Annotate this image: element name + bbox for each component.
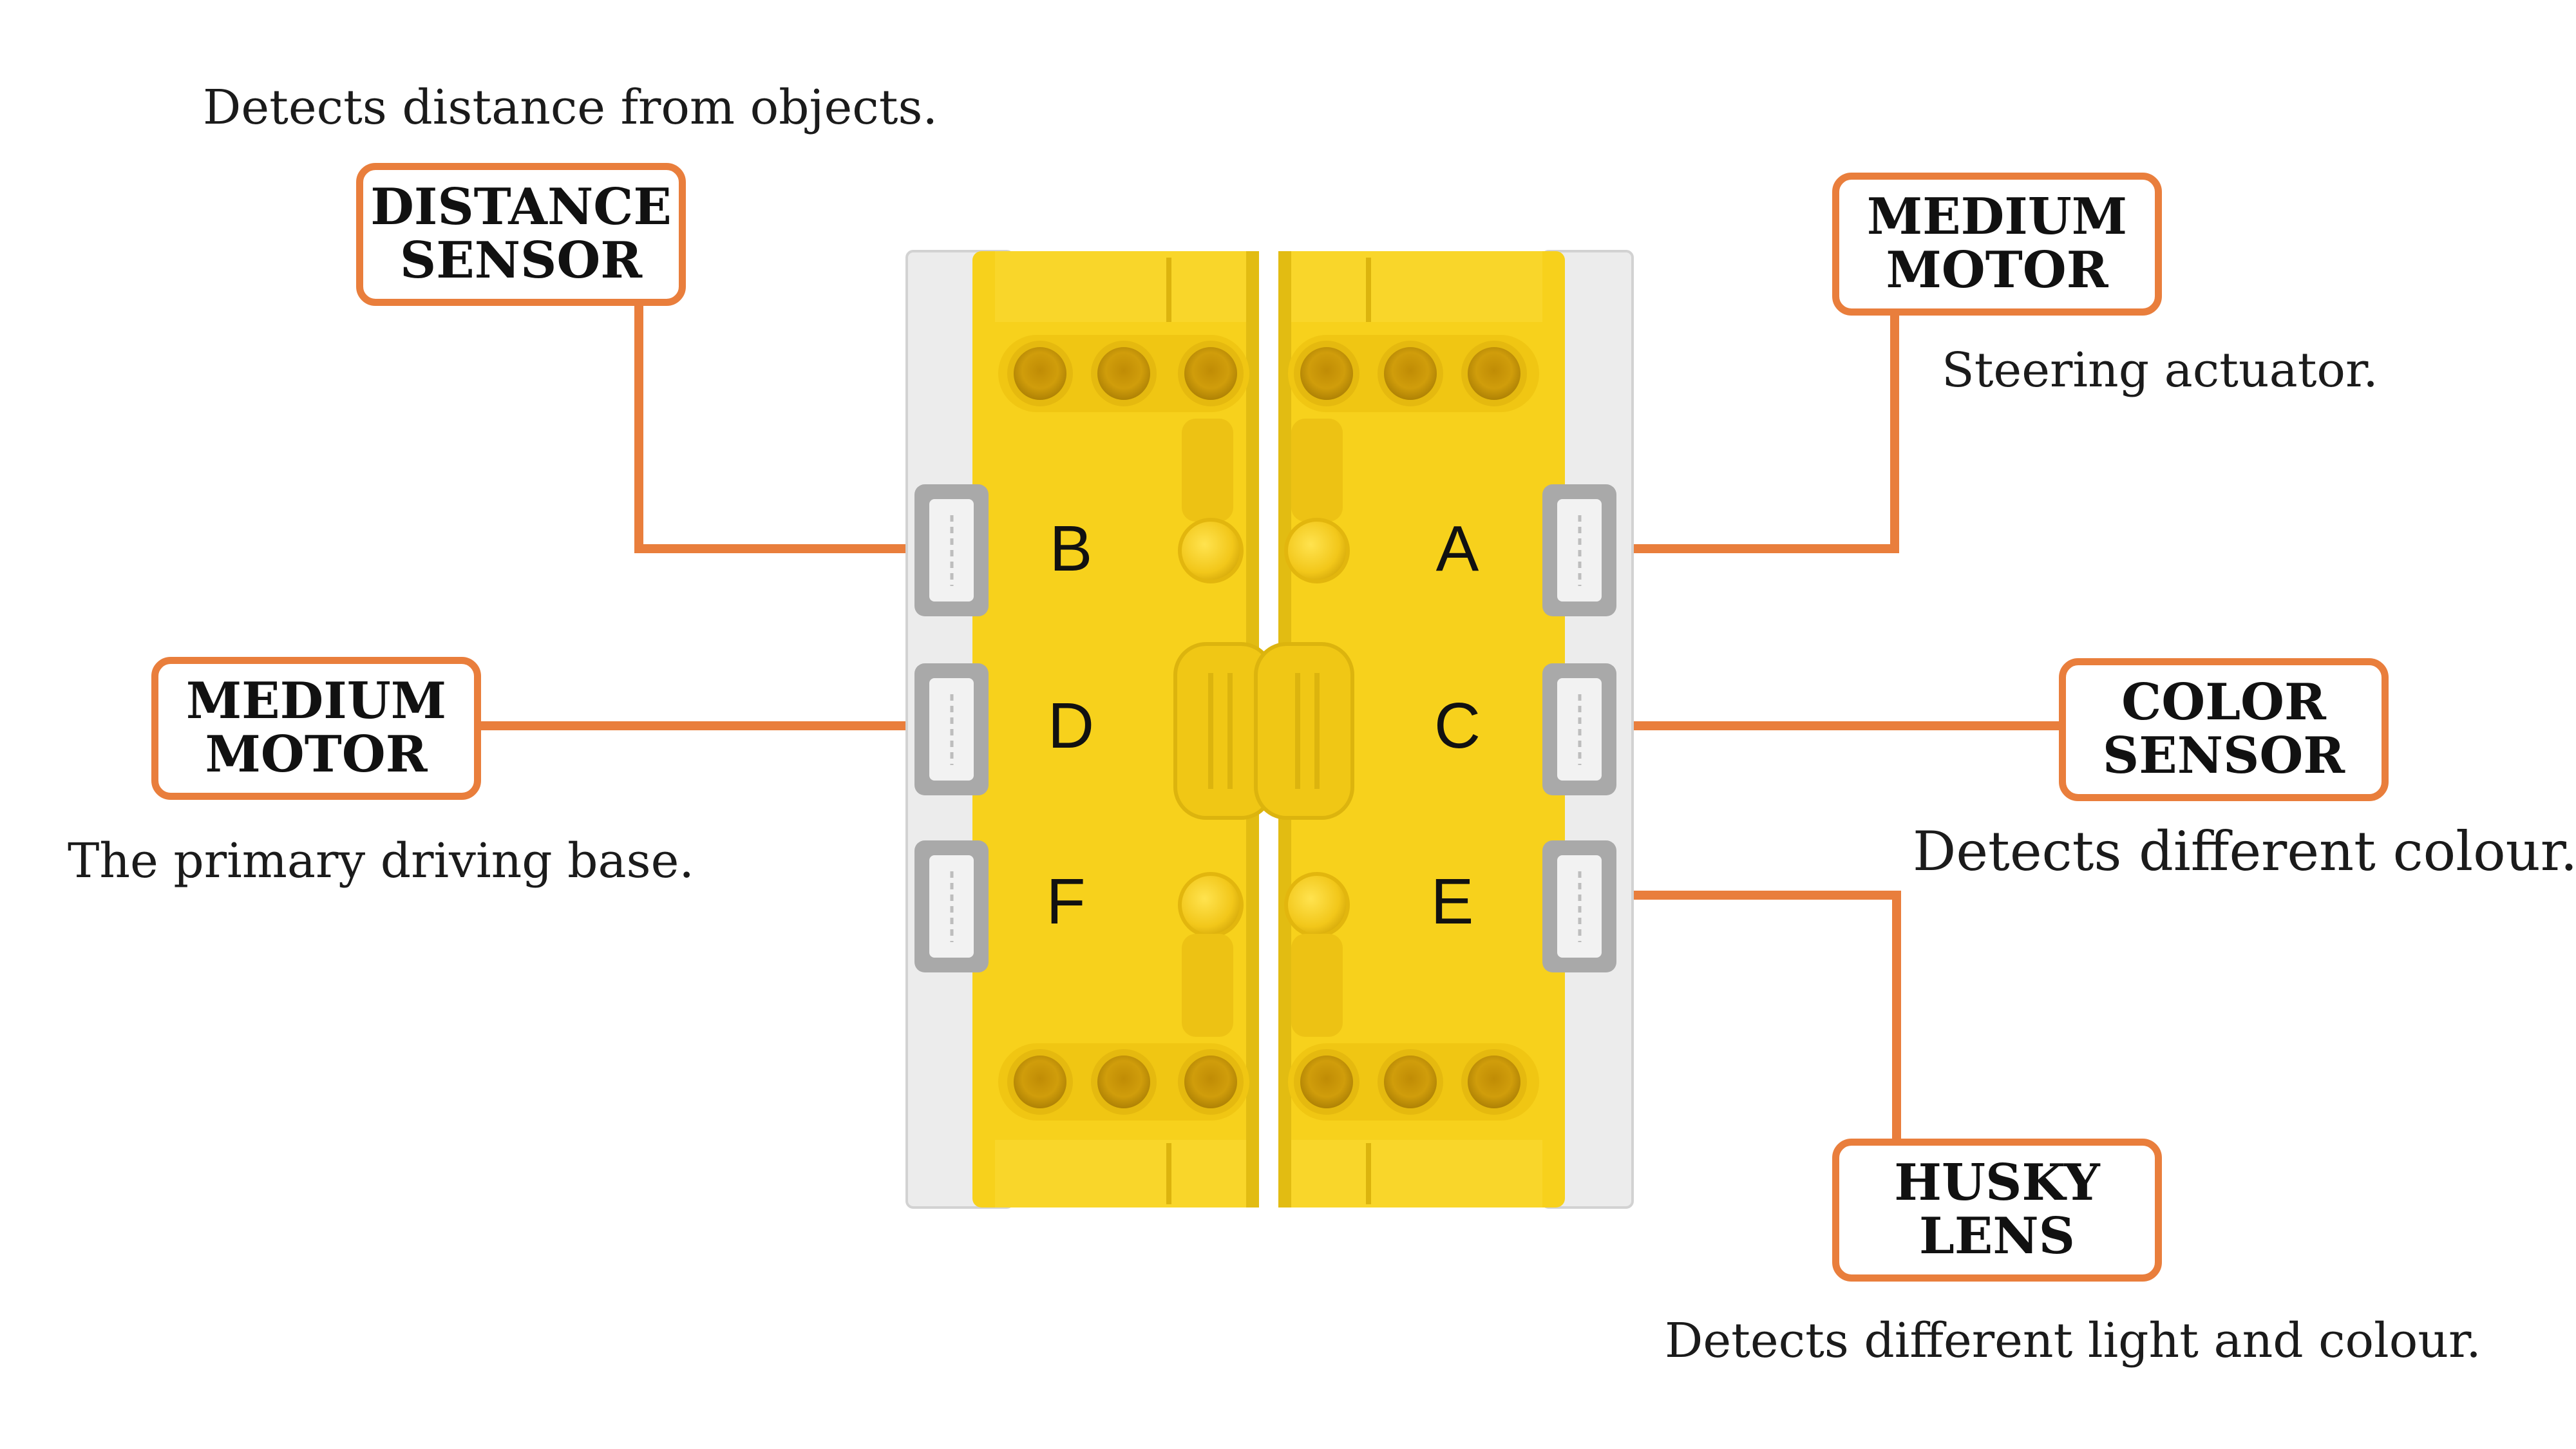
caption-husky-lens: Detects different light and colour. <box>1665 1313 2481 1368</box>
hub-left-pin-slot <box>1182 419 1233 522</box>
label-medium-right-line1: MEDIUM <box>1866 187 2128 247</box>
beam-hole <box>1007 341 1073 406</box>
label-box-medium-motor-left: MEDIUM MOTOR <box>151 657 481 800</box>
hub-right-half <box>1254 250 1634 1209</box>
hub-left-bottom-band <box>995 1140 1259 1208</box>
label-medium-right-line2: MOTOR <box>1886 241 2108 299</box>
label-distance-line1: DISTANCE <box>370 178 672 237</box>
beam-hole <box>1461 1049 1527 1115</box>
label-medium-left-line2: MOTOR <box>205 725 428 784</box>
port-socket-c[interactable] <box>1542 663 1616 795</box>
port-label-e: E <box>1431 866 1474 938</box>
port-socket-d[interactable] <box>914 663 989 795</box>
port-label-c: C <box>1434 690 1481 762</box>
hub-left-top-band <box>995 251 1259 322</box>
label-color-line1: COLOR <box>2121 673 2326 732</box>
hub-left-half <box>905 250 1274 1209</box>
port-label-b: B <box>1050 513 1093 585</box>
beam-hole <box>1294 1049 1359 1115</box>
beam-hole <box>1007 1049 1073 1115</box>
beam-hole <box>1091 1049 1157 1115</box>
hub-right-top-band <box>1278 251 1542 322</box>
hub-right-pin <box>1284 872 1350 938</box>
beam-hole <box>1378 1049 1443 1115</box>
hub-left-pin-slot <box>1182 934 1233 1037</box>
caption-color-sensor: Detects different colour. <box>1913 820 2576 883</box>
port-label-f: F <box>1046 866 1085 938</box>
beam-hole <box>1378 341 1443 406</box>
caption-medium-motor-right: Steering actuator. <box>1942 343 2378 398</box>
connector-line-distance <box>634 303 960 553</box>
hub-right-yellow-body <box>1278 251 1565 1208</box>
label-husky-line2: LENS <box>1919 1207 2075 1265</box>
hub-right-pin-slot <box>1291 419 1343 522</box>
port-label-a: A <box>1436 513 1479 585</box>
beam-hole <box>1178 1049 1244 1115</box>
beam-hole <box>1294 341 1359 406</box>
port-socket-b[interactable] <box>914 484 989 616</box>
beam-hole <box>1461 341 1527 406</box>
port-socket-a[interactable] <box>1542 484 1616 616</box>
caption-medium-motor-left: The primary driving base. <box>68 833 694 889</box>
hub-right-center-pad <box>1254 642 1354 820</box>
port-socket-f[interactable] <box>914 840 989 972</box>
connector-line-medium-right <box>1587 316 1899 553</box>
connector-lines <box>480 303 2061 1145</box>
label-box-color-sensor: COLOR SENSOR <box>2059 658 2389 801</box>
label-husky-line1: HUSKY <box>1894 1153 2100 1213</box>
label-color-line2: SENSOR <box>2102 726 2345 785</box>
beam-hole <box>1178 341 1244 406</box>
caption-distance-sensor: Detects distance from objects. <box>203 80 938 135</box>
label-distance-line2: SENSOR <box>399 231 643 290</box>
connector-line-husky <box>1605 891 1901 1145</box>
label-medium-left-line1: MEDIUM <box>185 672 447 731</box>
label-box-husky-lens: HUSKY LENS <box>1832 1139 2162 1282</box>
beam-hole <box>1091 341 1157 406</box>
hub-right-pin <box>1284 518 1350 583</box>
port-socket-e[interactable] <box>1542 840 1616 972</box>
hub-right-pin-slot <box>1291 934 1343 1037</box>
hub-left-pin <box>1178 518 1244 583</box>
hub-left-pin <box>1178 872 1244 938</box>
port-label-d: D <box>1048 690 1094 762</box>
label-box-medium-motor-right: MEDIUM MOTOR <box>1832 173 2162 316</box>
label-box-distance-sensor: DISTANCE SENSOR <box>356 163 686 306</box>
hub-right-bottom-band <box>1278 1140 1542 1208</box>
